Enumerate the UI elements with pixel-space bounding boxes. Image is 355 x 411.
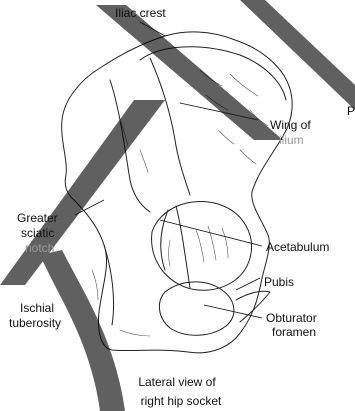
label-edge-fragment: P [347, 104, 355, 118]
acetabulum-notch [161, 210, 168, 270]
label-obturator-2: foramen [272, 325, 316, 339]
caption-line-1: Lateral view of [138, 375, 216, 389]
label-ischial-2: tuberosity [9, 316, 61, 330]
label-ischial-1: Ischial [20, 301, 54, 315]
caption-line-2: right hip socket [141, 394, 222, 408]
label-iliac-crest: Iliac crest [115, 6, 166, 20]
label-greater-sciatic-1: Greater [17, 211, 58, 225]
hip-bone-drawing [62, 32, 293, 353]
label-pubis: Pubis [264, 275, 294, 289]
leader-acetabulum [160, 220, 262, 246]
leader-pubis [236, 278, 260, 290]
ischium-contour [104, 245, 114, 325]
label-greater-sciatic-3: notch [25, 241, 54, 255]
hip-bone-outline [62, 32, 293, 353]
label-obturator-1: Obturator [266, 311, 317, 325]
label-greater-sciatic-2: sciatic [21, 226, 54, 240]
label-acetabulum: Acetabulum [266, 240, 329, 254]
label-wing-of-ilium-1: Wing of [270, 118, 311, 132]
acetabulum-fossa [176, 206, 190, 288]
label-wing-of-ilium-2: ilium [279, 133, 304, 147]
pubis-ramus [236, 291, 270, 322]
